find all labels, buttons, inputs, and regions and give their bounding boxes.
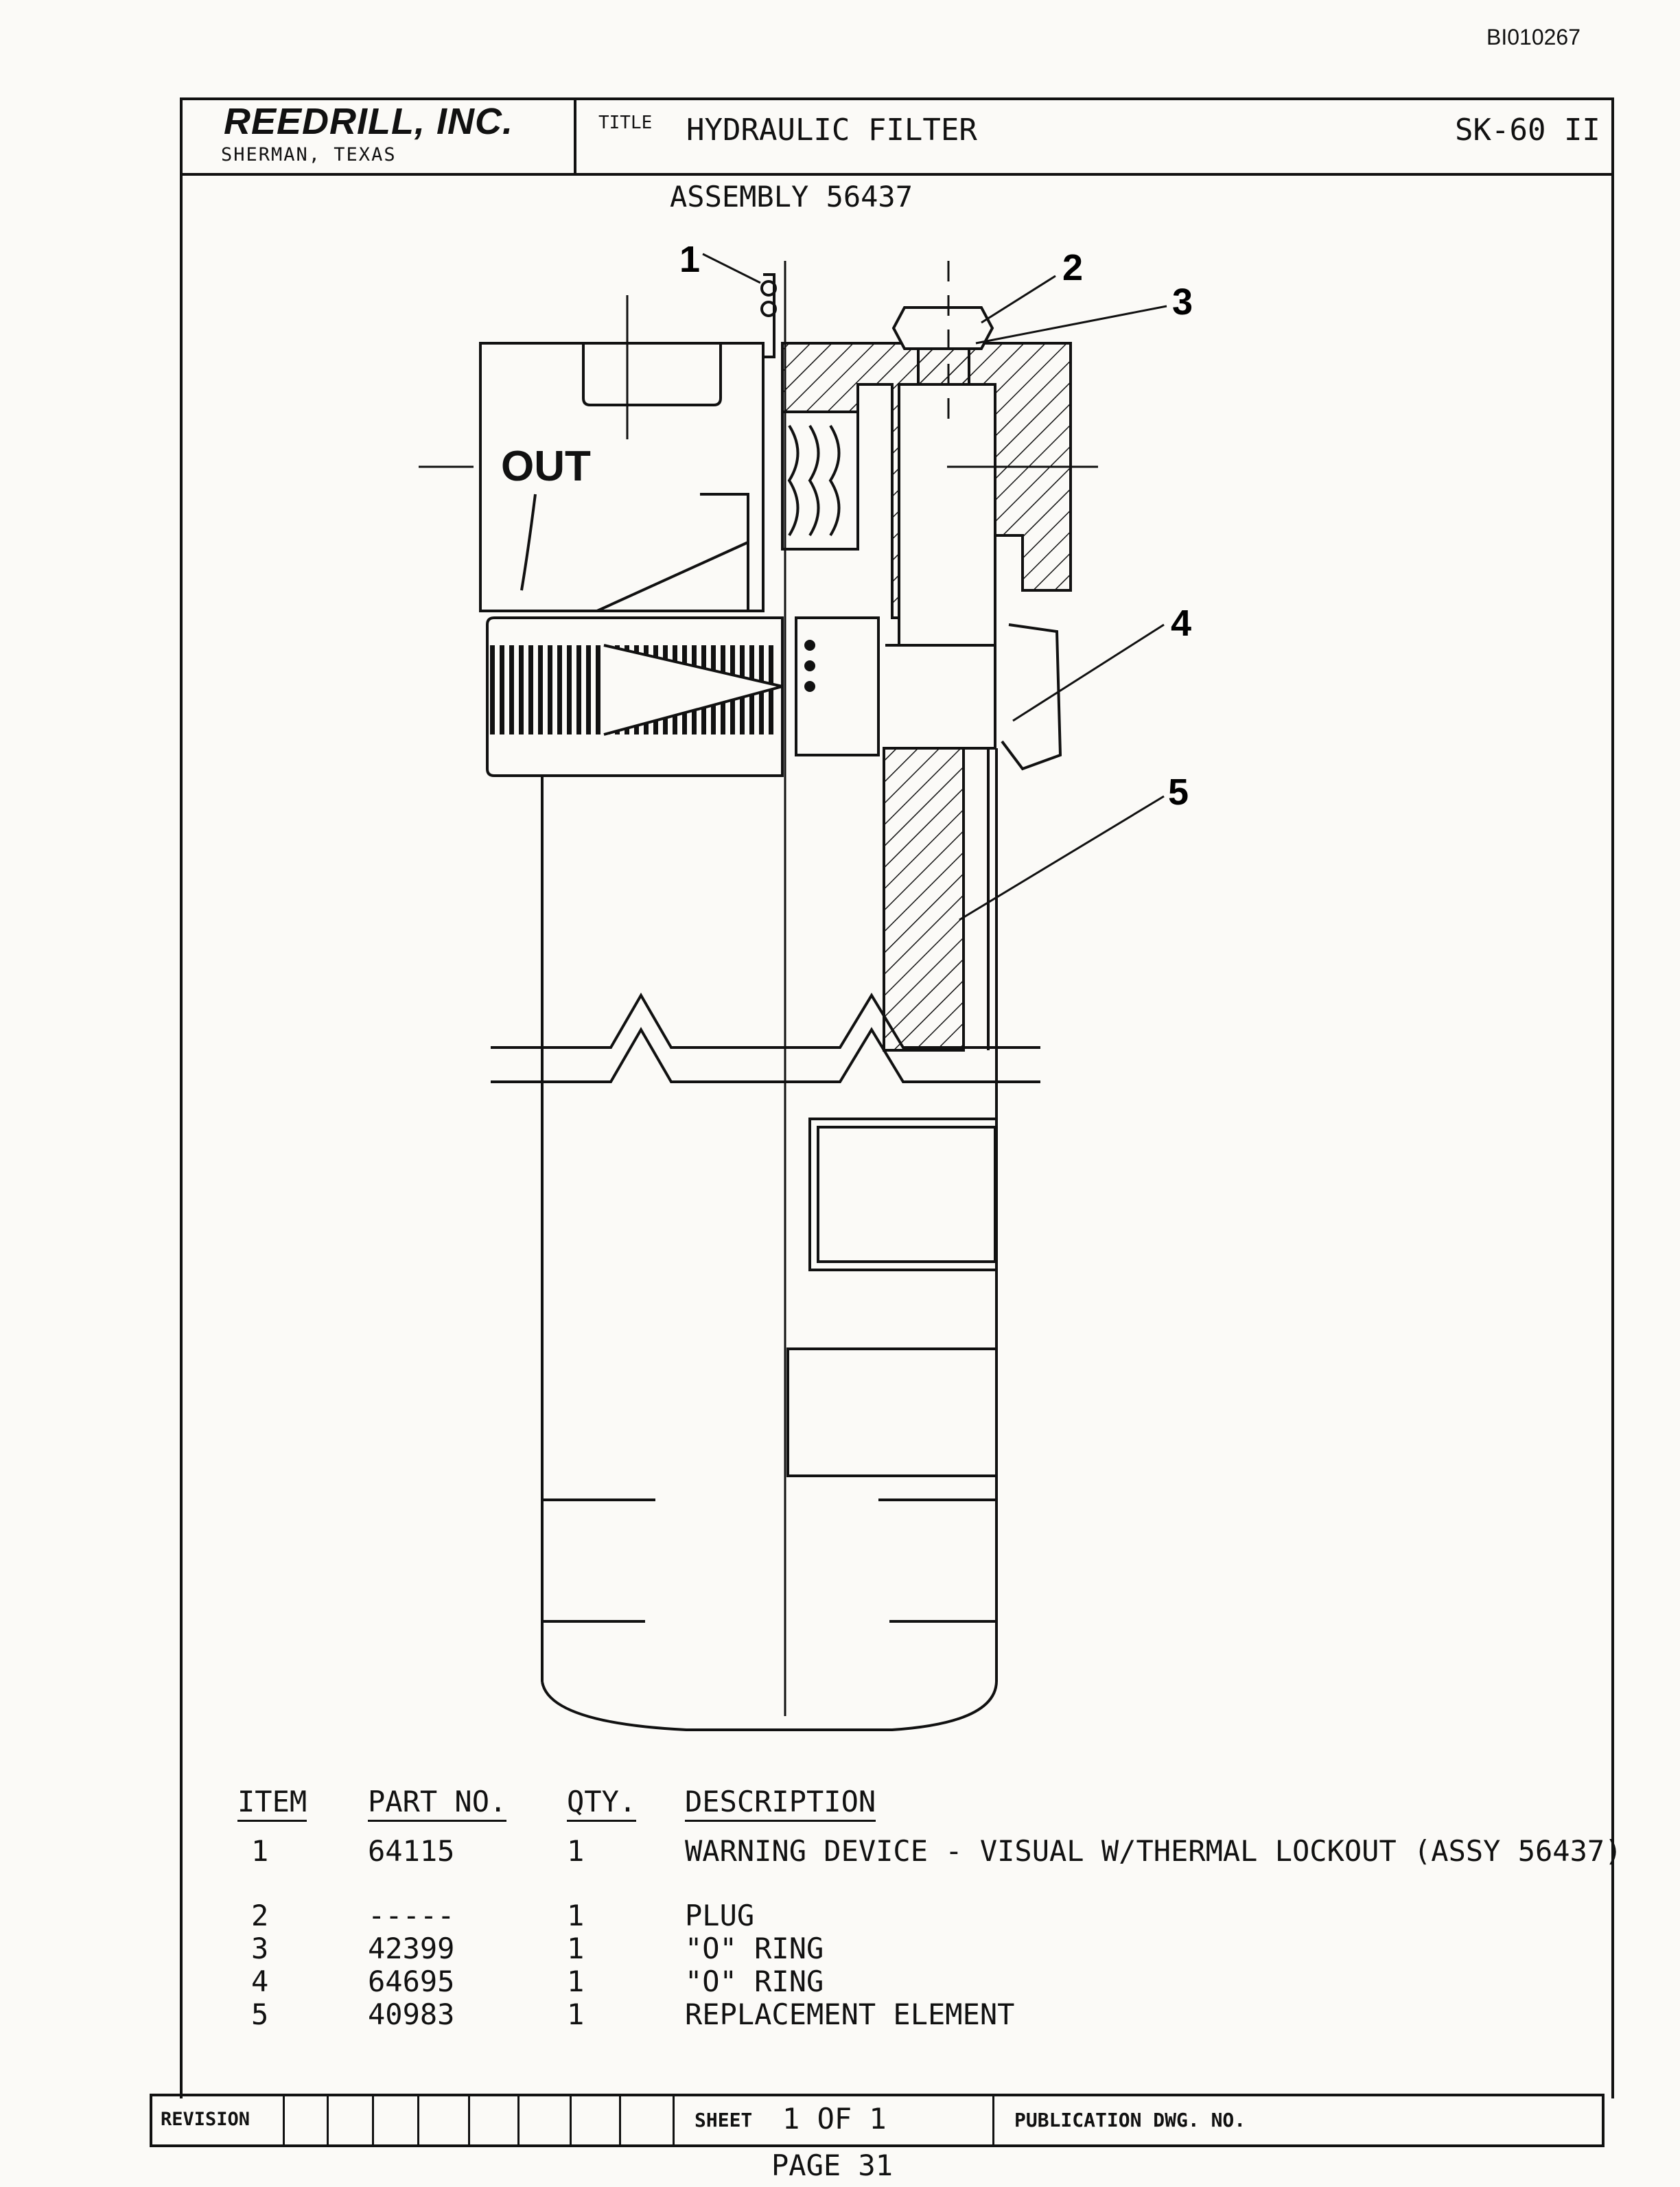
quantity: 1 <box>567 1899 585 1932</box>
item-number: 3 <box>251 1932 269 1965</box>
item-number: 4 <box>251 1965 269 1998</box>
revision-cell-divider <box>619 2096 621 2144</box>
revision-cell-divider <box>417 2096 419 2144</box>
header-qty: QTY. <box>567 1785 637 1822</box>
drawing-title: HYDRAULIC FILTER <box>686 113 977 148</box>
header-description: DESCRIPTION <box>685 1785 876 1822</box>
description: "O" RING <box>685 1965 824 1998</box>
title-label: TITLE <box>598 113 653 133</box>
item-number: 5 <box>251 1998 269 2031</box>
header-item: ITEM <box>237 1785 307 1822</box>
revision-cell-divider <box>570 2096 572 2144</box>
revision-cell-divider <box>468 2096 470 2144</box>
description: "O" RING <box>685 1932 824 1965</box>
part-number: 42399 <box>368 1932 455 1965</box>
item-number: 1 <box>251 1834 269 1868</box>
header-bottom-border <box>180 173 1614 176</box>
description: WARNING DEVICE - VISUAL W/THERMAL LOCKOU… <box>685 1834 1622 1868</box>
frame-top-border <box>180 97 1614 100</box>
callout-4: 4 <box>1171 603 1191 644</box>
quantity: 1 <box>567 1965 585 1998</box>
part-number: ----- <box>368 1899 455 1932</box>
callout-3: 3 <box>1172 281 1193 323</box>
port-label-out: OUT <box>501 443 591 490</box>
header-part-no: PART NO. <box>368 1785 507 1822</box>
publication-divider <box>992 2096 994 2144</box>
assembly-number: ASSEMBLY 56437 <box>670 180 913 213</box>
description: REPLACEMENT ELEMENT <box>685 1998 1015 2031</box>
revision-cell-divider <box>283 2096 285 2144</box>
quantity: 1 <box>567 1998 585 2031</box>
quantity: 1 <box>567 1932 585 1965</box>
part-number: 40983 <box>368 1998 455 2031</box>
footer-block: REVISION SHEET 1 OF 1 PUBLICATION DWG. N… <box>150 2094 1605 2147</box>
revision-cell-divider <box>517 2096 520 2144</box>
callout-5: 5 <box>1168 772 1189 813</box>
quantity: 1 <box>567 1834 585 1868</box>
frame-right-border <box>1611 97 1614 2098</box>
header-divider <box>574 97 576 174</box>
frame-left-border <box>180 97 183 2098</box>
sheet-label: SHEET <box>695 2109 753 2131</box>
company-name: REEDRILL, INC. <box>224 101 514 142</box>
publication-label: PUBLICATION DWG. NO. <box>1014 2109 1246 2131</box>
sheet-divider <box>673 2096 675 2144</box>
description: PLUG <box>685 1899 755 1932</box>
page-number: PAGE 31 <box>771 2149 894 2182</box>
callout-1: 1 <box>679 239 700 280</box>
part-number: 64695 <box>368 1965 455 1998</box>
revision-cell-divider <box>372 2096 374 2144</box>
sheet-value: 1 OF 1 <box>782 2102 887 2136</box>
document-id: BI010267 <box>1486 25 1581 49</box>
company-location: SHERMAN, TEXAS <box>221 144 397 165</box>
part-number: 64115 <box>368 1834 455 1868</box>
revision-cell-divider <box>327 2096 329 2144</box>
item-number: 2 <box>251 1899 269 1932</box>
callout-2: 2 <box>1062 247 1083 288</box>
model-number: SK-60 II <box>1455 113 1600 148</box>
revision-label: REVISION <box>161 2109 250 2130</box>
